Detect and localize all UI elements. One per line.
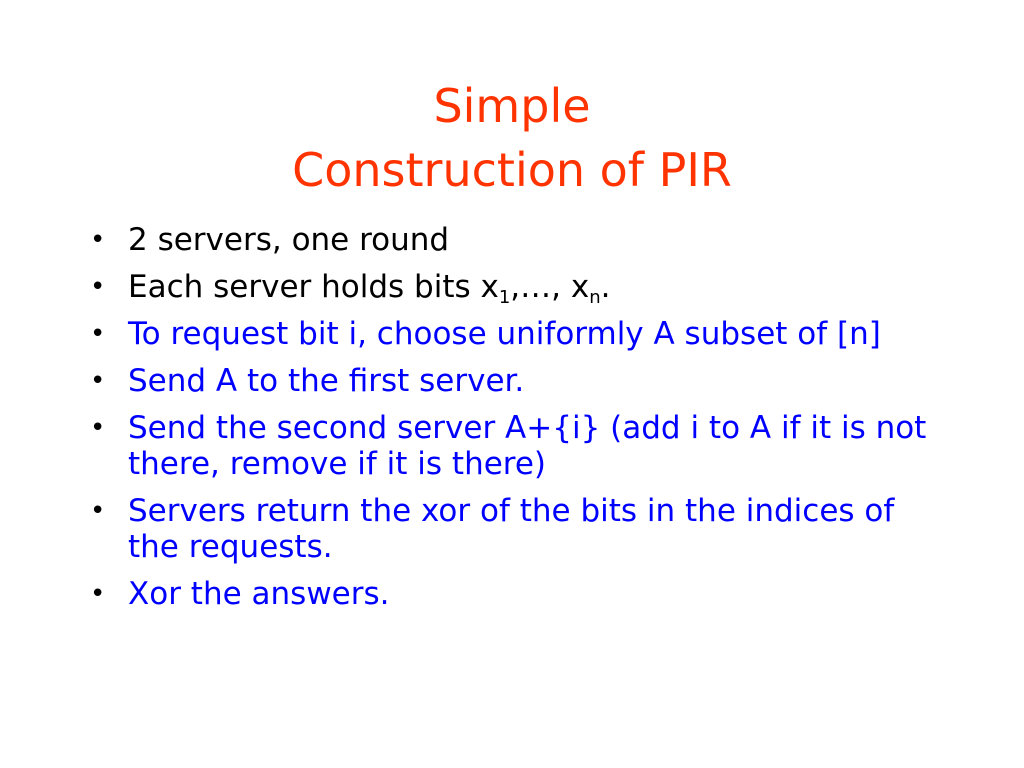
subscript: 1 xyxy=(498,287,511,308)
title-line-2: Construction of PIR xyxy=(292,143,732,197)
bullet-text: To request bit i, choose uniformly A sub… xyxy=(128,316,881,352)
bullet-list: • 2 servers, one round • Each server hol… xyxy=(90,222,950,623)
bullet-text: 2 servers, one round xyxy=(128,222,450,258)
bullet-text: Send the second server A+{i} (add i to A… xyxy=(128,410,927,482)
bullet-dot-icon: • xyxy=(90,366,106,396)
bullet-text-part: ,…, x xyxy=(510,269,590,305)
subscript: n xyxy=(589,287,601,308)
bullet-text: Xor the answers. xyxy=(128,576,390,612)
bullet-item: • Each server holds bits x1,…, xn. xyxy=(90,269,950,308)
bullet-item: • Servers return the xor of the bits in … xyxy=(90,493,950,565)
bullet-dot-icon: • xyxy=(90,496,106,526)
slide-title: Simple Construction of PIR xyxy=(0,74,1024,202)
bullet-dot-icon: • xyxy=(90,225,106,255)
bullet-text-part: Each server holds bits x xyxy=(128,269,499,305)
bullet-item: • Send A to the first server. xyxy=(90,363,950,399)
bullet-text: Send A to the first server. xyxy=(128,363,525,399)
bullet-item: • To request bit i, choose uniformly A s… xyxy=(90,316,950,352)
bullet-item: • 2 servers, one round xyxy=(90,222,950,258)
bullet-text: Each server holds bits x1,…, xn. xyxy=(128,269,611,308)
bullet-dot-icon: • xyxy=(90,579,106,609)
bullet-text: Servers return the xor of the bits in th… xyxy=(128,493,895,565)
bullet-item: • Send the second server A+{i} (add i to… xyxy=(90,410,950,482)
bullet-item: • Xor the answers. xyxy=(90,576,950,612)
title-line-1: Simple xyxy=(433,79,591,133)
bullet-dot-icon: • xyxy=(90,319,106,349)
bullet-dot-icon: • xyxy=(90,413,106,443)
bullet-text-part: . xyxy=(600,269,611,305)
bullet-dot-icon: • xyxy=(90,272,106,302)
